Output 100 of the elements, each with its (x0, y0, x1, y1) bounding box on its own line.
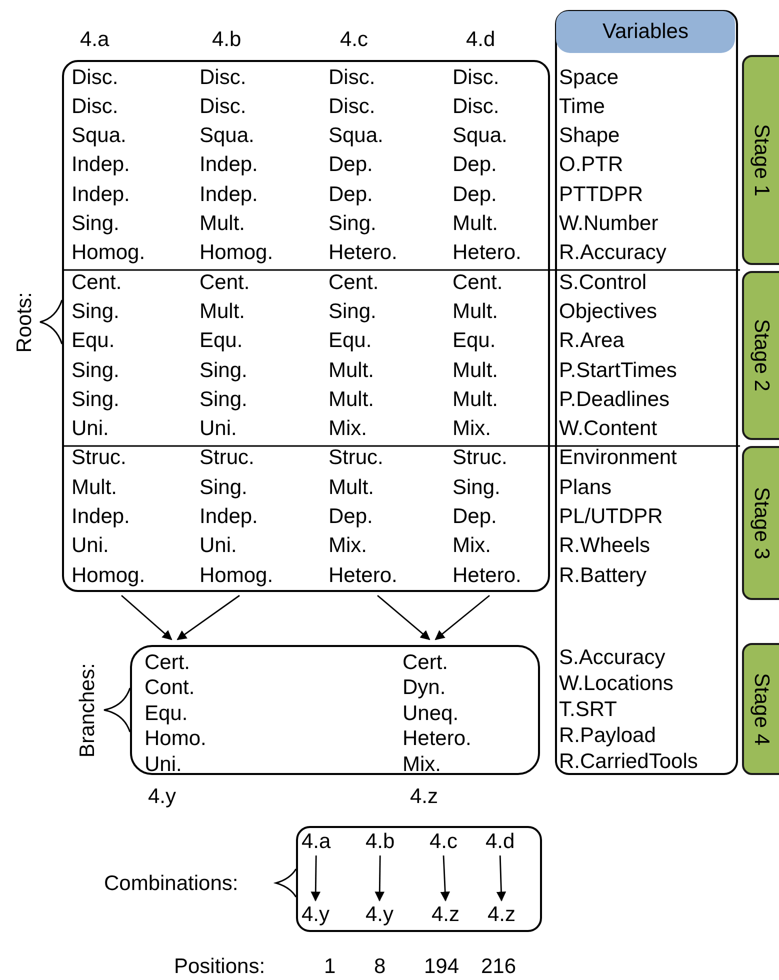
value-text: Mix. (328, 533, 367, 560)
value-text: Homo. (144, 726, 206, 752)
column-heading: 4.d (466, 27, 496, 53)
variable-text: S.Control (559, 270, 647, 296)
value-text: Hetero. (452, 240, 522, 266)
value-text: Mult. (328, 474, 374, 501)
value-text: Uni. (72, 533, 109, 560)
combination-text: 4.c (430, 830, 458, 854)
value-text: Disc. (72, 64, 118, 90)
value-text: Cent. (328, 270, 379, 296)
value-text: Homog. (200, 240, 274, 266)
stage-tab (742, 446, 779, 600)
combination-text: 4.d (486, 830, 515, 854)
value-text: Dep. (328, 182, 373, 208)
value-text: Equ. (452, 328, 496, 354)
value-text: Dep. (328, 152, 373, 178)
value-text: Disc. (328, 64, 376, 90)
position-number: 8 (374, 954, 386, 980)
value-text: Sing. (72, 386, 120, 413)
value-text: Mult. (200, 298, 246, 325)
value-text: Indep. (200, 504, 258, 530)
column-heading: 4.c (340, 27, 368, 53)
value-text: Dep. (328, 504, 373, 530)
variable-text: W.Content (559, 416, 658, 442)
roots-table (62, 60, 550, 592)
value-text: Sing. (452, 474, 500, 501)
value-text: Uni. (200, 416, 237, 442)
value-text: Disc. (452, 64, 500, 90)
value-text: Homog. (72, 240, 146, 266)
stage-tab (742, 55, 779, 265)
value-text: Uneq. (402, 700, 459, 726)
value-text: Mult. (452, 211, 498, 237)
variable-text: R.CarriedTools (559, 748, 698, 774)
variable-text: PTTDPR (559, 182, 643, 208)
value-text: Cert. (402, 650, 448, 676)
variable-text: P.Deadlines (559, 386, 670, 413)
combination-text: 4.y (366, 902, 394, 926)
stage-tab (742, 271, 779, 440)
value-text: Sing. (200, 474, 248, 501)
value-text: Sing. (328, 298, 376, 325)
value-text: Mult. (452, 358, 498, 384)
value-text: Sing. (72, 298, 120, 325)
combination-text: 4.b (366, 830, 395, 854)
value-text: Squa. (328, 123, 384, 150)
variable-text: R.Wheels (559, 533, 650, 560)
arrow (440, 855, 450, 902)
arrow (434, 594, 490, 640)
row-label: Combinations: (104, 871, 238, 897)
value-text: Equ. (72, 328, 115, 354)
value-text: Mix. (452, 416, 491, 442)
row-label: Positions: (174, 954, 266, 980)
value-text: Hetero. (328, 562, 398, 589)
column-heading: 4.a (80, 27, 110, 53)
value-text: Cont. (144, 675, 195, 701)
arrow (310, 856, 321, 902)
combination-text: 4.y (302, 902, 330, 926)
value-text: Cent. (452, 270, 503, 296)
value-text: Squa. (452, 123, 508, 150)
value-text: Dep. (452, 504, 497, 530)
group-label: Roots: (12, 292, 37, 352)
value-text: Disc. (200, 94, 246, 120)
value-text: Mult. (200, 211, 246, 237)
combination-text: 4.a (302, 830, 331, 854)
arrow (121, 594, 172, 640)
variable-text: Environment (559, 445, 677, 472)
value-text: Hetero. (452, 562, 522, 589)
arrow (374, 856, 385, 902)
variable-text: W.Number (559, 211, 658, 237)
variable-text: Objectives (559, 298, 658, 325)
column-heading: 4.y (148, 784, 176, 810)
variable-text: T.SRT (559, 696, 617, 722)
combination-text: 4.z (432, 902, 460, 926)
value-text: Dyn. (402, 675, 446, 701)
variable-text: R.Accuracy (559, 240, 666, 266)
variable-text: P.StartTimes (559, 358, 677, 384)
variable-text: O.PTR (559, 152, 624, 178)
arrow (377, 594, 430, 640)
combinations-table (296, 826, 542, 932)
value-text: Sing. (200, 358, 248, 384)
value-text: Equ. (328, 328, 372, 354)
value-text: Equ. (144, 700, 188, 726)
stage-label: Stage 4 (749, 672, 774, 746)
value-text: Struc. (452, 445, 508, 472)
value-text: Disc. (328, 94, 376, 120)
variable-text: S.Accuracy (559, 644, 666, 670)
value-text: Mult. (452, 298, 498, 325)
variable-text: Time (559, 94, 605, 120)
value-text: Sing. (72, 211, 120, 237)
value-text: Indep. (72, 182, 130, 208)
stage-label: Stage 3 (749, 486, 774, 560)
value-text: Disc. (452, 94, 500, 120)
value-text: Mix. (328, 416, 367, 442)
variable-text: PL/UTDPR (559, 504, 663, 530)
value-text: Equ. (200, 328, 243, 354)
variable-text: W.Locations (559, 670, 674, 696)
column-heading: 4.z (410, 784, 438, 810)
value-text: Sing. (72, 358, 120, 384)
value-text: Dep. (452, 182, 497, 208)
stage-tab (742, 643, 779, 775)
value-text: Sing. (200, 386, 248, 413)
